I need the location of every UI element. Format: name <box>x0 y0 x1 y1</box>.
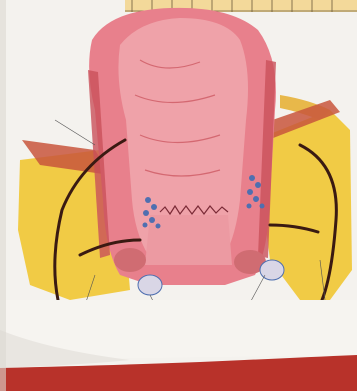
anal-canal <box>145 215 232 265</box>
subcutaneous-sphincter-left <box>138 275 162 295</box>
left-edge-shadow <box>0 0 6 391</box>
external-sphincter-left <box>114 248 146 272</box>
